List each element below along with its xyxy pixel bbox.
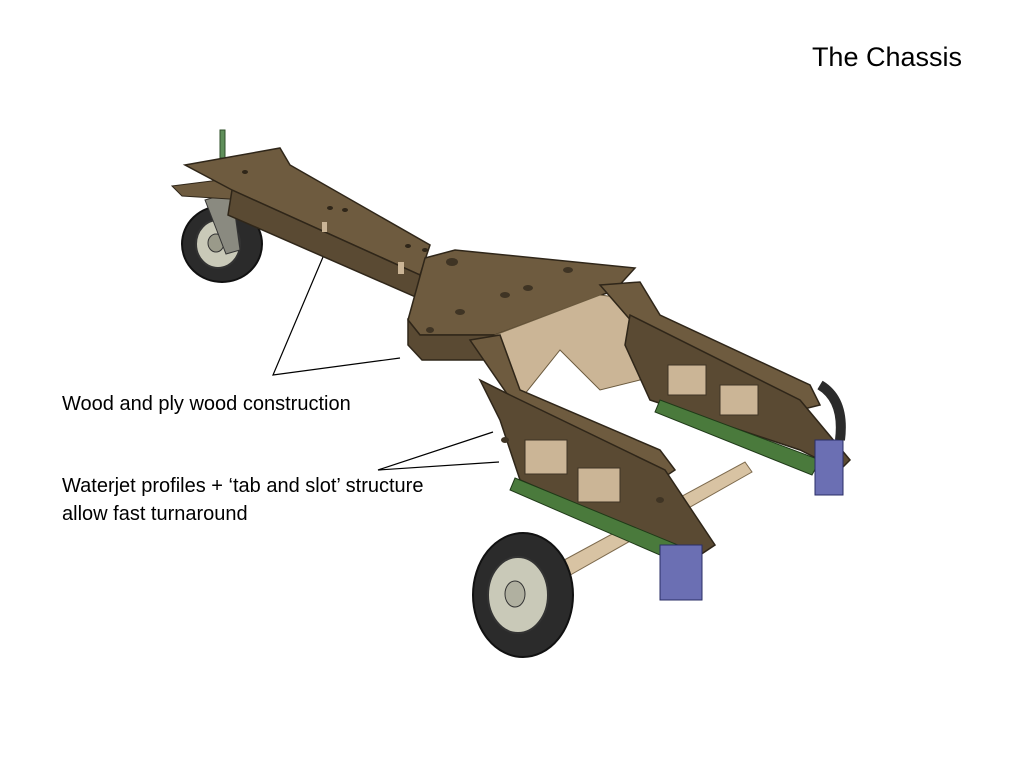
callout-lines [272, 256, 500, 471]
waterjet-callout: Waterjet profiles + ‘tab and slot’ struc… [62, 472, 502, 528]
waterjet-callout-line2: allow fast turnaround [62, 503, 248, 525]
right-pod [598, 281, 852, 496]
left-pod [468, 334, 717, 601]
main-plate [407, 249, 641, 401]
wood-construction-callout: Wood and ply wood construction [62, 393, 351, 415]
slide-title: The Chassis [811, 42, 962, 72]
front-boom [182, 147, 431, 300]
rear-wheel [472, 532, 574, 658]
waterjet-callout-line1: Waterjet profiles + ‘tab and slot’ struc… [62, 475, 424, 497]
